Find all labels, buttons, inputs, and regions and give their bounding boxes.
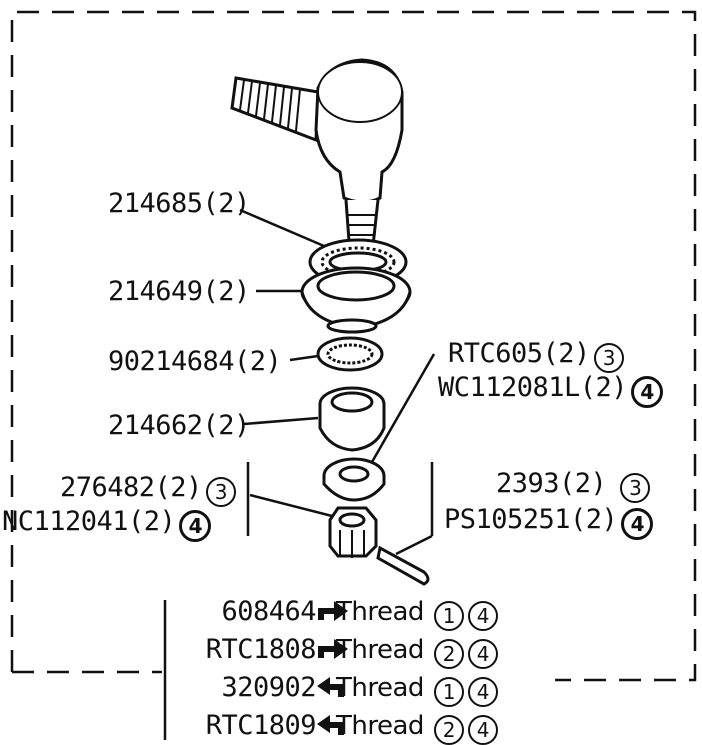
label-276482: 276482(2)3 <box>60 474 236 507</box>
needle-ring <box>316 336 384 372</box>
label-PS105251: PS105251(2)4 <box>444 504 654 540</box>
thread-part-number: 608464 <box>221 596 316 627</box>
washer <box>322 457 386 502</box>
thread-marker-1: 1 <box>433 601 464 631</box>
marker-3: 3 <box>205 477 236 507</box>
part-number: WC112081L(2) <box>438 372 628 403</box>
label-WC112081L: WC112081L(2)4 <box>438 372 664 408</box>
marker-3: 3 <box>593 343 624 373</box>
thread-part-number: 320902 <box>221 672 316 703</box>
thread-marker-4: 4 <box>467 639 498 669</box>
castle-nut <box>328 506 378 558</box>
marker-4: 4 <box>179 510 212 542</box>
marker-4: 4 <box>621 508 654 540</box>
label-90214684: 90214684(2) <box>108 346 282 377</box>
marker-3: 3 <box>620 473 651 503</box>
thread-label: Thread <box>336 635 424 665</box>
label-214685: 214685(2) <box>108 188 250 219</box>
label-2393: 2393(2) 3 <box>496 468 651 503</box>
part-number: 276482(2) <box>60 472 202 503</box>
part-number: PS105251(2) <box>444 504 618 535</box>
thread-marker-4: 4 <box>467 715 498 745</box>
thread-marker-2: 2 <box>433 715 464 745</box>
thread-label: Thread <box>336 711 424 741</box>
dashed-border <box>10 10 697 682</box>
thread-part-number: RTC1808 <box>205 634 317 665</box>
part-number: RTC605(2) <box>448 338 590 369</box>
label-RTC605: RTC605(2)3 <box>448 340 624 373</box>
thread-marker-2: 2 <box>433 639 464 669</box>
thread-marker-4: 4 <box>467 677 498 707</box>
thread-part-number: RTC1809 <box>205 710 317 741</box>
tie-rod-end <box>230 58 404 257</box>
split-pin <box>376 545 430 586</box>
leader-lines <box>239 208 436 556</box>
part-number: NC112041(2) <box>2 506 176 537</box>
bearing-cup <box>300 266 412 334</box>
marker-4: 4 <box>631 376 664 408</box>
thread-marker-1: 1 <box>433 677 464 707</box>
thread-label: Thread <box>336 673 424 703</box>
bush <box>318 386 386 452</box>
part-number: 2393(2) <box>496 468 607 499</box>
label-214662: 214662(2) <box>108 410 250 441</box>
thread-label: Thread <box>336 597 424 627</box>
label-214649: 214649(2) <box>108 276 250 307</box>
thread-marker-4: 4 <box>467 601 498 631</box>
label-NC112041: NC112041(2)4 <box>2 506 212 542</box>
